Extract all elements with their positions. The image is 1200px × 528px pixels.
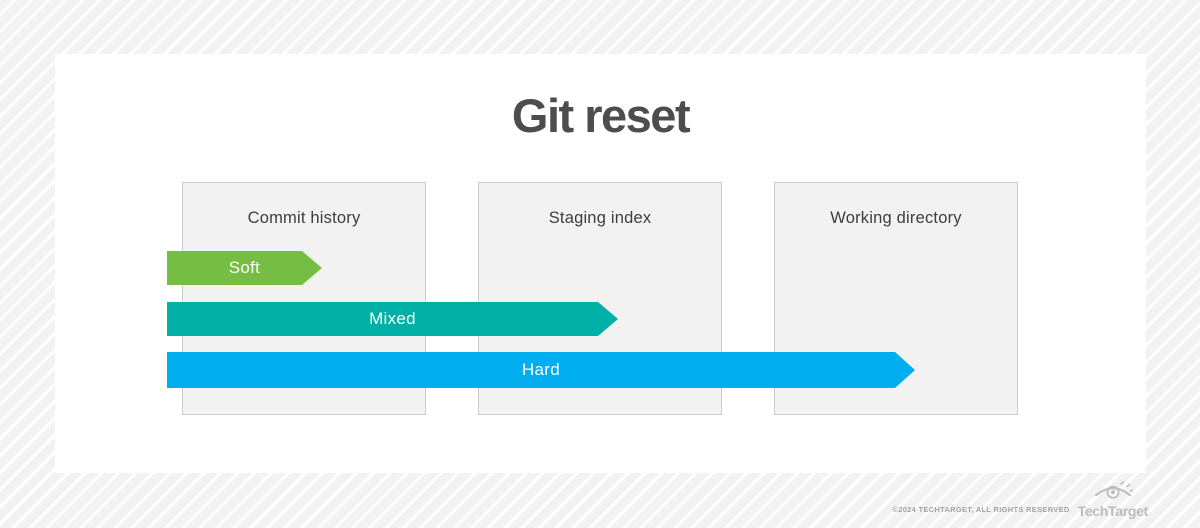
hard-reset-arrow-label: Hard [521,360,561,379]
techtarget-logo: TechTarget [1078,481,1148,518]
soft-reset-arrow: Soft [167,251,322,285]
soft-reset-arrow-label: Soft [228,258,261,277]
staging-index-label: Staging index [548,209,652,227]
mixed-reset-arrow: Mixed [167,302,618,336]
working-directory-label: Working directory [830,209,962,227]
page-title: Git reset [511,89,691,142]
commit-history-label: Commit history [247,209,361,227]
footer: ©2024 TECHTARGET, ALL RIGHTS RESERVED Te… [892,481,1148,518]
hard-reset-arrow: Hard [167,352,915,388]
techtarget-wordmark: TechTarget [1077,503,1149,519]
copyright-text: ©2024 TECHTARGET, ALL RIGHTS RESERVED [892,505,1070,514]
eye-icon [1093,481,1134,504]
mixed-reset-arrow-label: Mixed [369,309,416,328]
diagram-card: Git reset Commit history Staging index W… [55,54,1146,473]
